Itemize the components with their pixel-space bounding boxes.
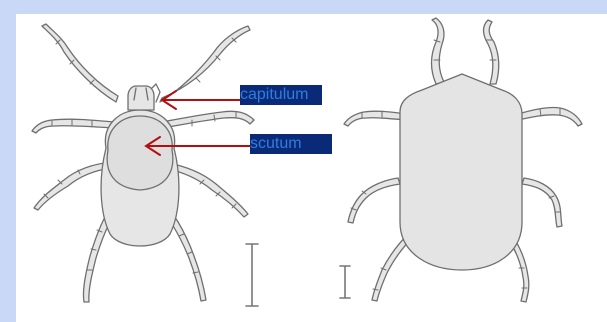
tick-right	[340, 18, 582, 302]
capitulum-label: capitulum	[240, 85, 322, 105]
capitulum-arrow	[162, 91, 244, 109]
scutum-label: scutum	[250, 134, 332, 154]
tick-left	[32, 24, 258, 306]
